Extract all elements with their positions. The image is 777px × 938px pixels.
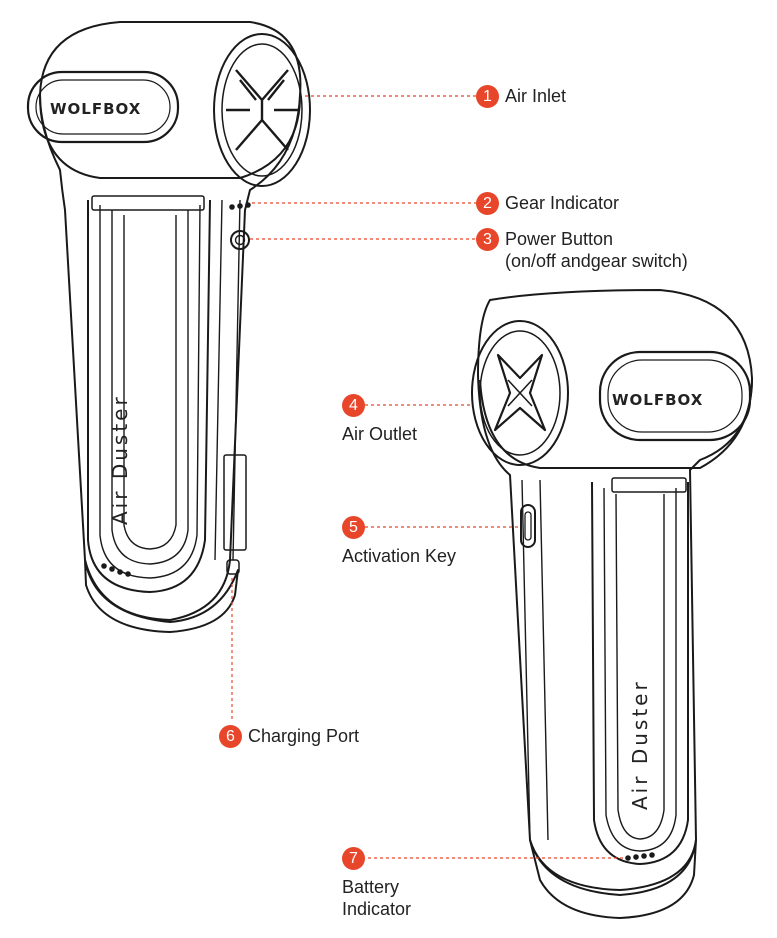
front-head (39, 94, 301, 179)
back-band (598, 350, 752, 442)
callout-air-outlet: 4 Air Outlet (342, 394, 417, 445)
front-body-outline (39, 21, 302, 621)
front-brand-logo: WOLFBOX (50, 100, 141, 118)
back-brand-logo: WOLFBOX (612, 391, 703, 409)
callout-number: 4 (342, 394, 365, 417)
front-band (26, 70, 180, 144)
callout-number: 3 (476, 228, 499, 251)
front-power-button (230, 230, 250, 250)
callout-number: 2 (476, 192, 499, 215)
callout-label: Battery (342, 877, 400, 897)
callout-number: 5 (342, 516, 365, 539)
callout-label: Air Inlet (505, 86, 567, 106)
callout-label-block: Power Button (on/off andgear switch) (505, 228, 688, 272)
callout-sublabel: (on/off andgear switch) (505, 251, 688, 271)
callout-sublabel: Indicator (342, 899, 412, 919)
leader-lines (231, 95, 624, 859)
callout-label: Activation Key (342, 546, 457, 566)
callout-number: 7 (342, 847, 365, 870)
back-activation-key (520, 504, 536, 548)
callout-label: Charging Port (248, 726, 360, 746)
back-product-text: Air Duster (628, 679, 652, 810)
device-front-view (26, 21, 311, 633)
callout-number: 6 (219, 725, 242, 748)
callout-label: Power Button (505, 229, 614, 249)
front-air-inlet (213, 33, 311, 187)
callout-number: 1 (476, 85, 499, 108)
device-back-view (471, 289, 753, 919)
back-air-outlet (471, 320, 569, 466)
callout-air-inlet: 1 Air Inlet (476, 85, 566, 108)
callout-power-button: 3 Power Button (on/off andgear switch) (476, 228, 688, 272)
callout-label: Air Outlet (342, 424, 418, 444)
front-product-text: Air Duster (108, 394, 132, 525)
front-handle-groove (87, 199, 211, 593)
callout-battery-indicator: 7 Battery Indicator (342, 847, 411, 920)
callout-gear-indicator: 2 Gear Indicator (476, 192, 619, 215)
callout-label: Gear Indicator (505, 193, 620, 213)
back-base (529, 839, 697, 919)
callout-charging-port: 6 Charging Port (219, 725, 359, 748)
callout-activation-key: 5 Activation Key (342, 516, 456, 567)
front-base (84, 559, 239, 633)
back-handle-groove (591, 481, 689, 865)
front-charging-port (223, 454, 247, 551)
back-body-outline (477, 289, 753, 891)
